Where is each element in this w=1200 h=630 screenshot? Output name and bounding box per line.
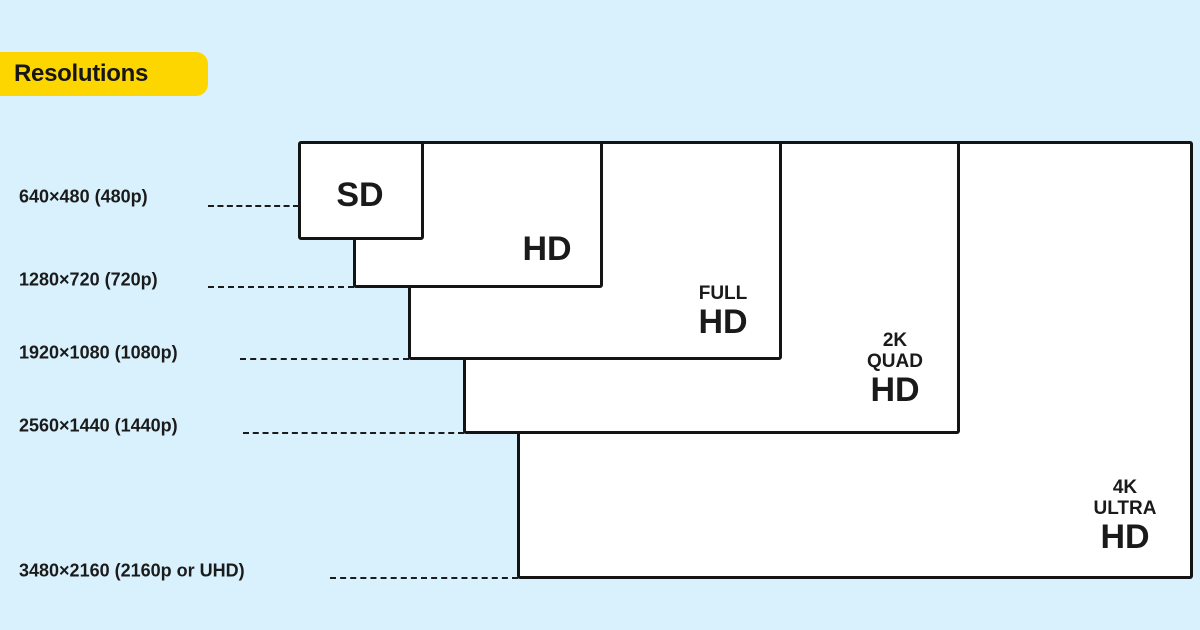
leader-line-1440p	[243, 432, 464, 434]
4k-line1: 4K	[1112, 477, 1138, 498]
resolution-label-2160p: 3480×2160 (2160p or UHD)	[19, 560, 245, 581]
sd-name: SD	[336, 176, 384, 214]
label-2k-quad-hd: 2K QUAD HD	[850, 331, 940, 407]
label-full-hd: FULL HD	[680, 284, 766, 339]
2k-name: HD	[870, 371, 920, 409]
leader-line-720p	[208, 286, 354, 288]
resolution-label-1080p: 1920×1080 (1080p)	[19, 342, 178, 363]
leader-line-2160p	[330, 577, 518, 579]
hd-name: HD	[522, 230, 572, 268]
2k-line1: 2K	[882, 330, 908, 351]
4k-line2: ULTRA	[1093, 498, 1157, 519]
2k-line2: QUAD	[867, 351, 923, 372]
label-hd: HD	[505, 232, 589, 266]
label-4k-ultra-hd: 4K ULTRA HD	[1078, 478, 1172, 554]
title-badge: Resolutions	[0, 52, 208, 96]
resolution-label-480p: 640×480 (480p)	[19, 186, 148, 207]
resolution-label-720p: 1280×720 (720p)	[19, 269, 158, 290]
label-sd: SD	[318, 178, 402, 212]
4k-name: HD	[1100, 518, 1150, 556]
box-sd	[298, 141, 424, 240]
resolution-label-1440p: 2560×1440 (1440p)	[19, 415, 178, 436]
title: Resolutions	[14, 60, 149, 87]
leader-line-480p	[208, 205, 299, 207]
leader-line-1080p	[240, 358, 409, 360]
full-hd-line1: FULL	[698, 283, 748, 304]
full-hd-name: HD	[698, 303, 748, 341]
